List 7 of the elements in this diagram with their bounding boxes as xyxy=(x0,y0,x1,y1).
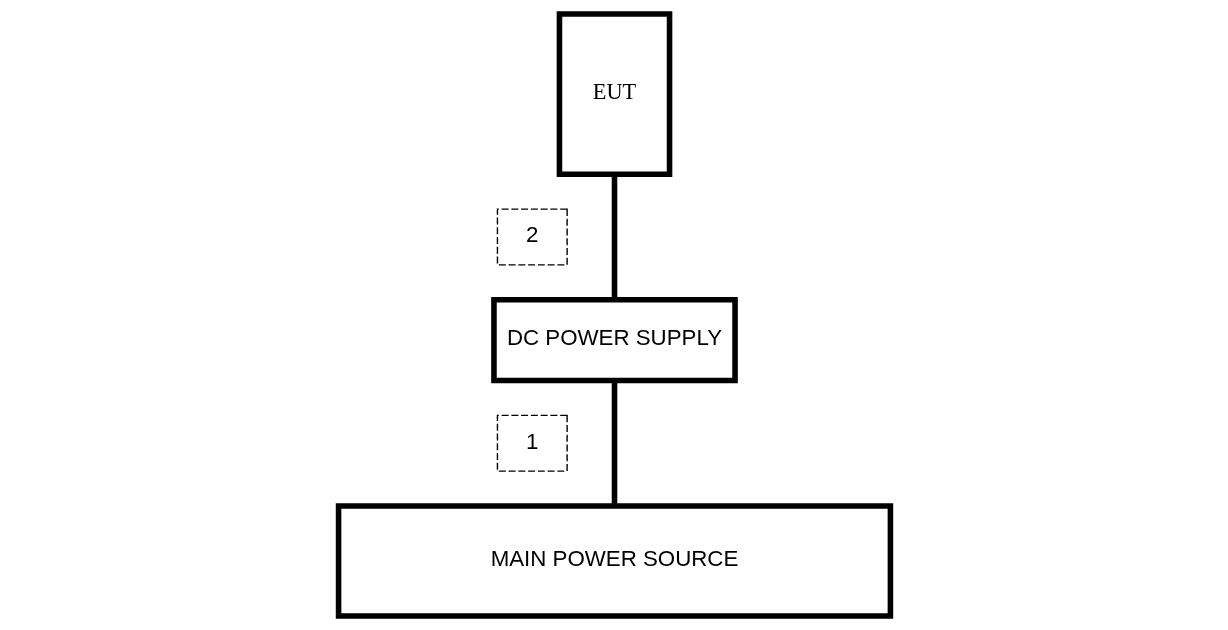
node-box: 1 xyxy=(496,414,568,472)
node-box: DC POWER SUPPLY xyxy=(490,296,738,384)
connector xyxy=(611,174,617,300)
connector xyxy=(611,380,617,506)
node-box: EUT xyxy=(556,11,672,178)
node-box: MAIN POWER SOURCE xyxy=(335,503,893,619)
node-box: 2 xyxy=(496,208,568,266)
